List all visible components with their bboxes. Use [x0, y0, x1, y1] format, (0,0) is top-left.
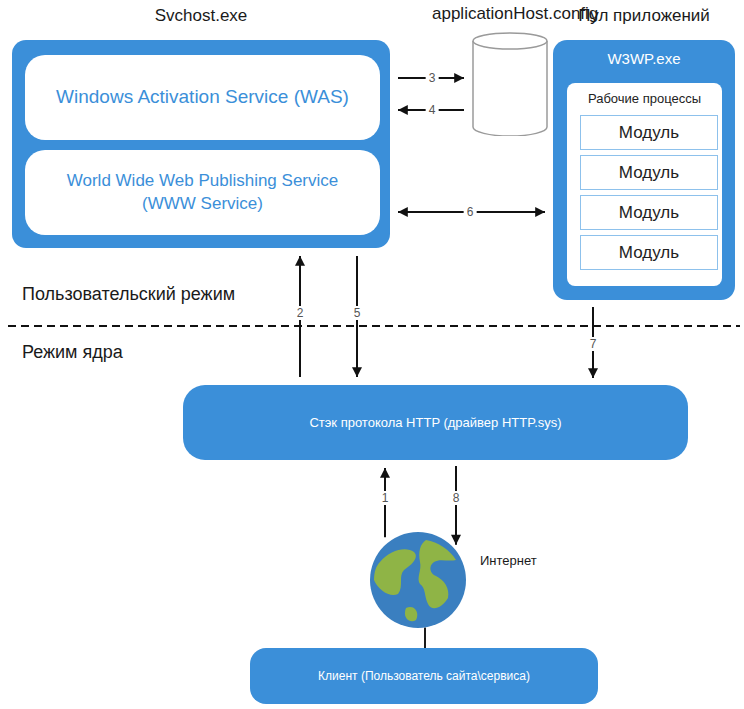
module-box: Модуль — [580, 235, 718, 270]
app-pool-box: Пул приложенийW3WP.exeРабочие процессыМо… — [553, 40, 735, 300]
arrow-head — [454, 73, 464, 83]
arrow-head — [535, 207, 545, 217]
mode-label: Пользовательский режим — [22, 284, 235, 305]
dashed-divider — [8, 325, 740, 327]
node-text: Стэк протокола HTTP (драйвер HTTP.sys) — [293, 415, 577, 430]
callout-number: 1 — [379, 491, 392, 505]
callout-number: 3 — [426, 71, 439, 85]
internet-globe: Интернет — [370, 532, 560, 628]
service-box: Windows Activation Service (WAS) — [25, 55, 380, 140]
worker-process-box: Рабочие процессыМодульМодульМодульМодуль — [567, 83, 722, 286]
service-box: World Wide Web Publishing Service (WWW S… — [25, 150, 380, 235]
cylinder-outline — [472, 32, 548, 136]
callout-number: 7 — [587, 337, 600, 351]
arrow-head — [398, 207, 408, 217]
node-text: Рабочие процессы — [567, 91, 722, 106]
node-text: Модуль — [619, 203, 679, 223]
arrow-head — [451, 535, 461, 545]
config-cylinder: applicationHost.config — [472, 32, 548, 136]
process-host-box: Svchost.exeWindows Activation Service (W… — [12, 40, 390, 248]
callout-number: 8 — [450, 491, 463, 505]
connector-line — [424, 627, 426, 648]
node-text: Модуль — [619, 163, 679, 183]
callout-number: 5 — [351, 306, 364, 320]
node-text: World Wide Web Publishing Service (WWW S… — [25, 170, 380, 214]
arrow-head — [352, 367, 362, 377]
http-stack-bar: Стэк протокола HTTP (драйвер HTTP.sys) — [183, 385, 688, 460]
process-name: W3WP.exe — [553, 50, 735, 67]
arrow-head — [380, 468, 390, 478]
callout-number: 6 — [464, 205, 477, 219]
arrow-head — [398, 105, 408, 115]
node-text: Windows Activation Service (WAS) — [42, 85, 363, 110]
node-text: Модуль — [619, 243, 679, 263]
node-text: Модуль — [619, 123, 679, 143]
node-text: Клиент (Пользователь сайта\сервиса) — [306, 669, 542, 683]
mode-label: Режим ядра — [22, 342, 123, 363]
arrow-head — [295, 256, 305, 266]
node-text: Интернет — [480, 553, 537, 568]
node-heading: applicationHost.config — [432, 4, 588, 24]
module-box: Модуль — [580, 195, 718, 230]
connector-line — [455, 466, 457, 545]
module-box: Модуль — [580, 155, 718, 190]
node-heading: Svchost.exe — [0, 6, 430, 26]
globe-illustration — [370, 532, 470, 632]
callout-number: 2 — [294, 306, 307, 320]
connector-arrow — [425, 627, 426, 648]
connector-arrow — [451, 466, 461, 545]
node-heading: Пул приложений — [513, 6, 744, 26]
arrow-head — [588, 368, 598, 378]
callout-number: 4 — [426, 103, 439, 117]
module-box: Модуль — [580, 115, 718, 150]
client-box: Клиент (Пользователь сайта\сервиса) — [250, 648, 598, 704]
